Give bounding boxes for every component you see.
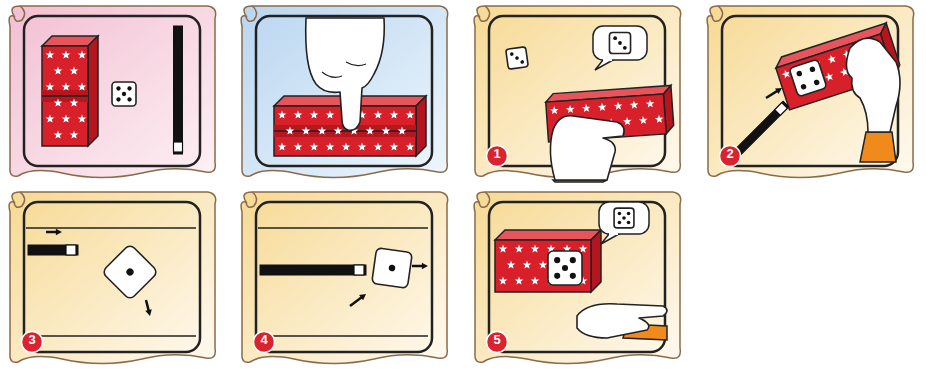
callout-number: 2 xyxy=(720,146,740,166)
magic-wand xyxy=(735,101,789,155)
scroll-frame xyxy=(9,6,216,178)
die xyxy=(506,47,529,70)
inner-frame xyxy=(256,202,432,352)
gloved-hand xyxy=(306,18,385,130)
motion-arrow xyxy=(412,263,428,270)
instruction-panel xyxy=(707,6,914,178)
magic-wand xyxy=(260,265,366,275)
die xyxy=(372,248,413,289)
callout-number: 1 xyxy=(487,146,507,166)
instruction-panel xyxy=(474,6,681,182)
instruction-panel xyxy=(241,6,448,178)
gloved-hand xyxy=(846,38,900,162)
gloved-hand xyxy=(550,116,624,182)
motion-arrow xyxy=(766,88,782,98)
inner-frame xyxy=(256,16,432,166)
star-box xyxy=(495,230,601,292)
scroll-frame xyxy=(707,6,914,178)
star-box xyxy=(42,36,98,146)
callout-disc xyxy=(22,332,43,353)
inner-frame xyxy=(24,202,200,352)
die xyxy=(548,251,582,285)
instruction-panel xyxy=(9,6,216,178)
scroll-frame xyxy=(241,192,448,364)
callout-disc xyxy=(487,146,508,167)
callout-disc xyxy=(254,332,275,353)
motion-arrow xyxy=(350,294,366,306)
callout-disc xyxy=(720,146,741,167)
magic-wand xyxy=(174,26,183,154)
scroll-frame xyxy=(474,192,681,364)
instruction-panel xyxy=(9,192,216,364)
die xyxy=(614,208,634,228)
die xyxy=(112,82,136,106)
die xyxy=(789,59,827,97)
callout-number: 3 xyxy=(22,332,42,352)
magic-wand xyxy=(28,245,78,255)
motion-arrow xyxy=(145,300,152,316)
inner-frame xyxy=(24,16,200,166)
scroll-frame xyxy=(241,6,448,178)
scroll-frame xyxy=(9,192,216,364)
instruction-panel xyxy=(241,192,448,364)
callout-number: 5 xyxy=(487,332,507,352)
thought-bubble xyxy=(593,26,647,70)
thought-bubble xyxy=(599,202,649,244)
instruction-panel xyxy=(474,192,681,364)
die xyxy=(102,244,159,301)
callout-number: 4 xyxy=(254,332,274,352)
die xyxy=(609,32,630,53)
motion-arrow xyxy=(46,229,62,236)
gloved-hand xyxy=(577,304,667,340)
callout-disc xyxy=(487,332,508,353)
